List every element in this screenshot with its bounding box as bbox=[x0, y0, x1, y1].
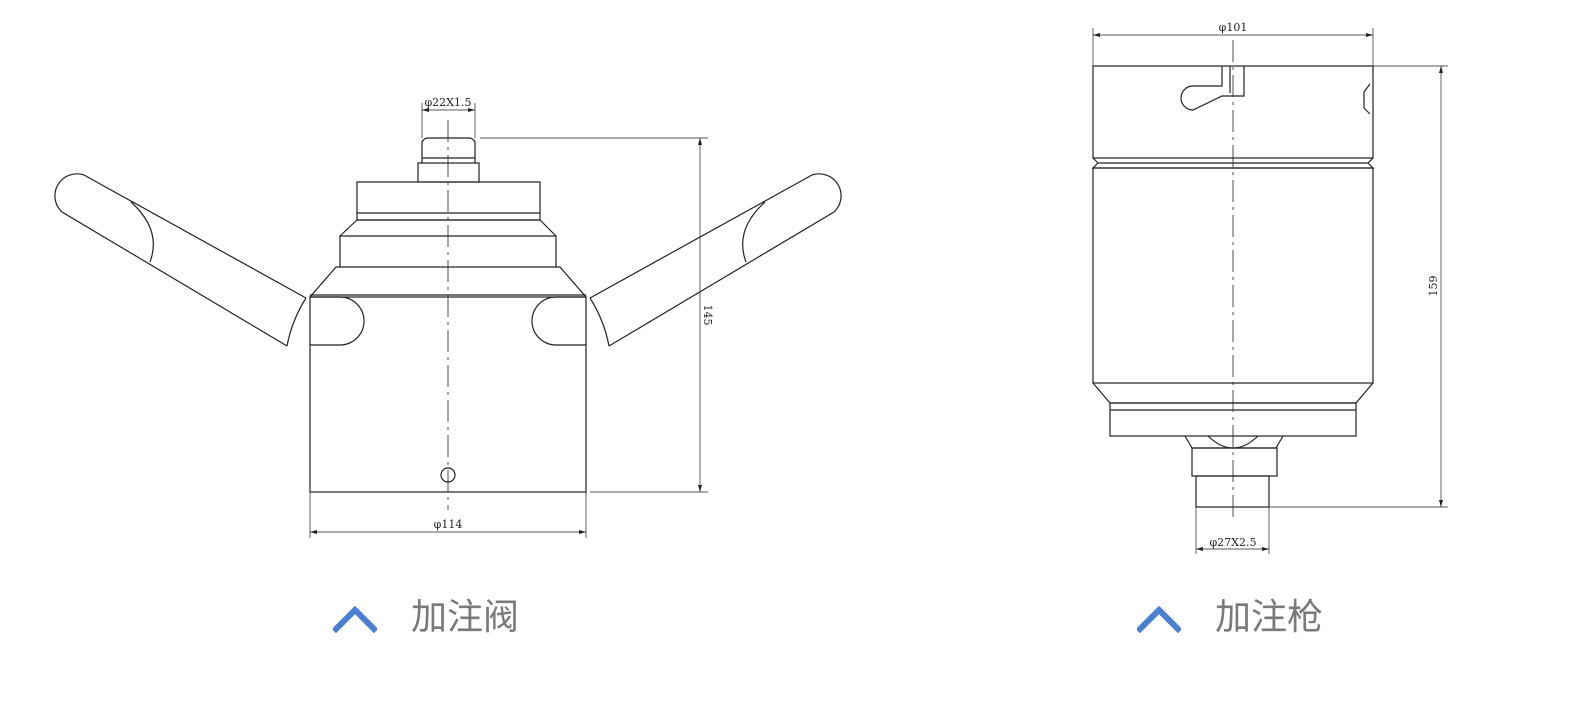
dim-label-bottom: φ27X2.5 bbox=[1209, 536, 1256, 549]
left-handle bbox=[54, 173, 307, 347]
caption-label: 加注阀 bbox=[411, 597, 520, 638]
filling-valve-drawing: φ22X1.5 145 φ114 bbox=[54, 96, 842, 538]
caption-filling-valve: 加注阀 bbox=[333, 600, 519, 636]
chevron-up-icon bbox=[1137, 605, 1181, 633]
caption-label: 加注枪 bbox=[1215, 597, 1324, 638]
dim-label-bottom: φ114 bbox=[434, 518, 463, 531]
dim-label-height: 145 bbox=[701, 305, 714, 326]
filling-gun-drawing: φ101 159 φ27X2.5 bbox=[1091, 21, 1448, 554]
caption-filling-gun: 加注枪 bbox=[1137, 600, 1323, 636]
dim-label-height: 159 bbox=[1427, 276, 1440, 297]
dim-label-top: φ101 bbox=[1219, 21, 1248, 34]
right-handle bbox=[589, 173, 842, 347]
chevron-up-icon bbox=[333, 605, 377, 633]
dim-label-top: φ22X1.5 bbox=[424, 96, 471, 109]
